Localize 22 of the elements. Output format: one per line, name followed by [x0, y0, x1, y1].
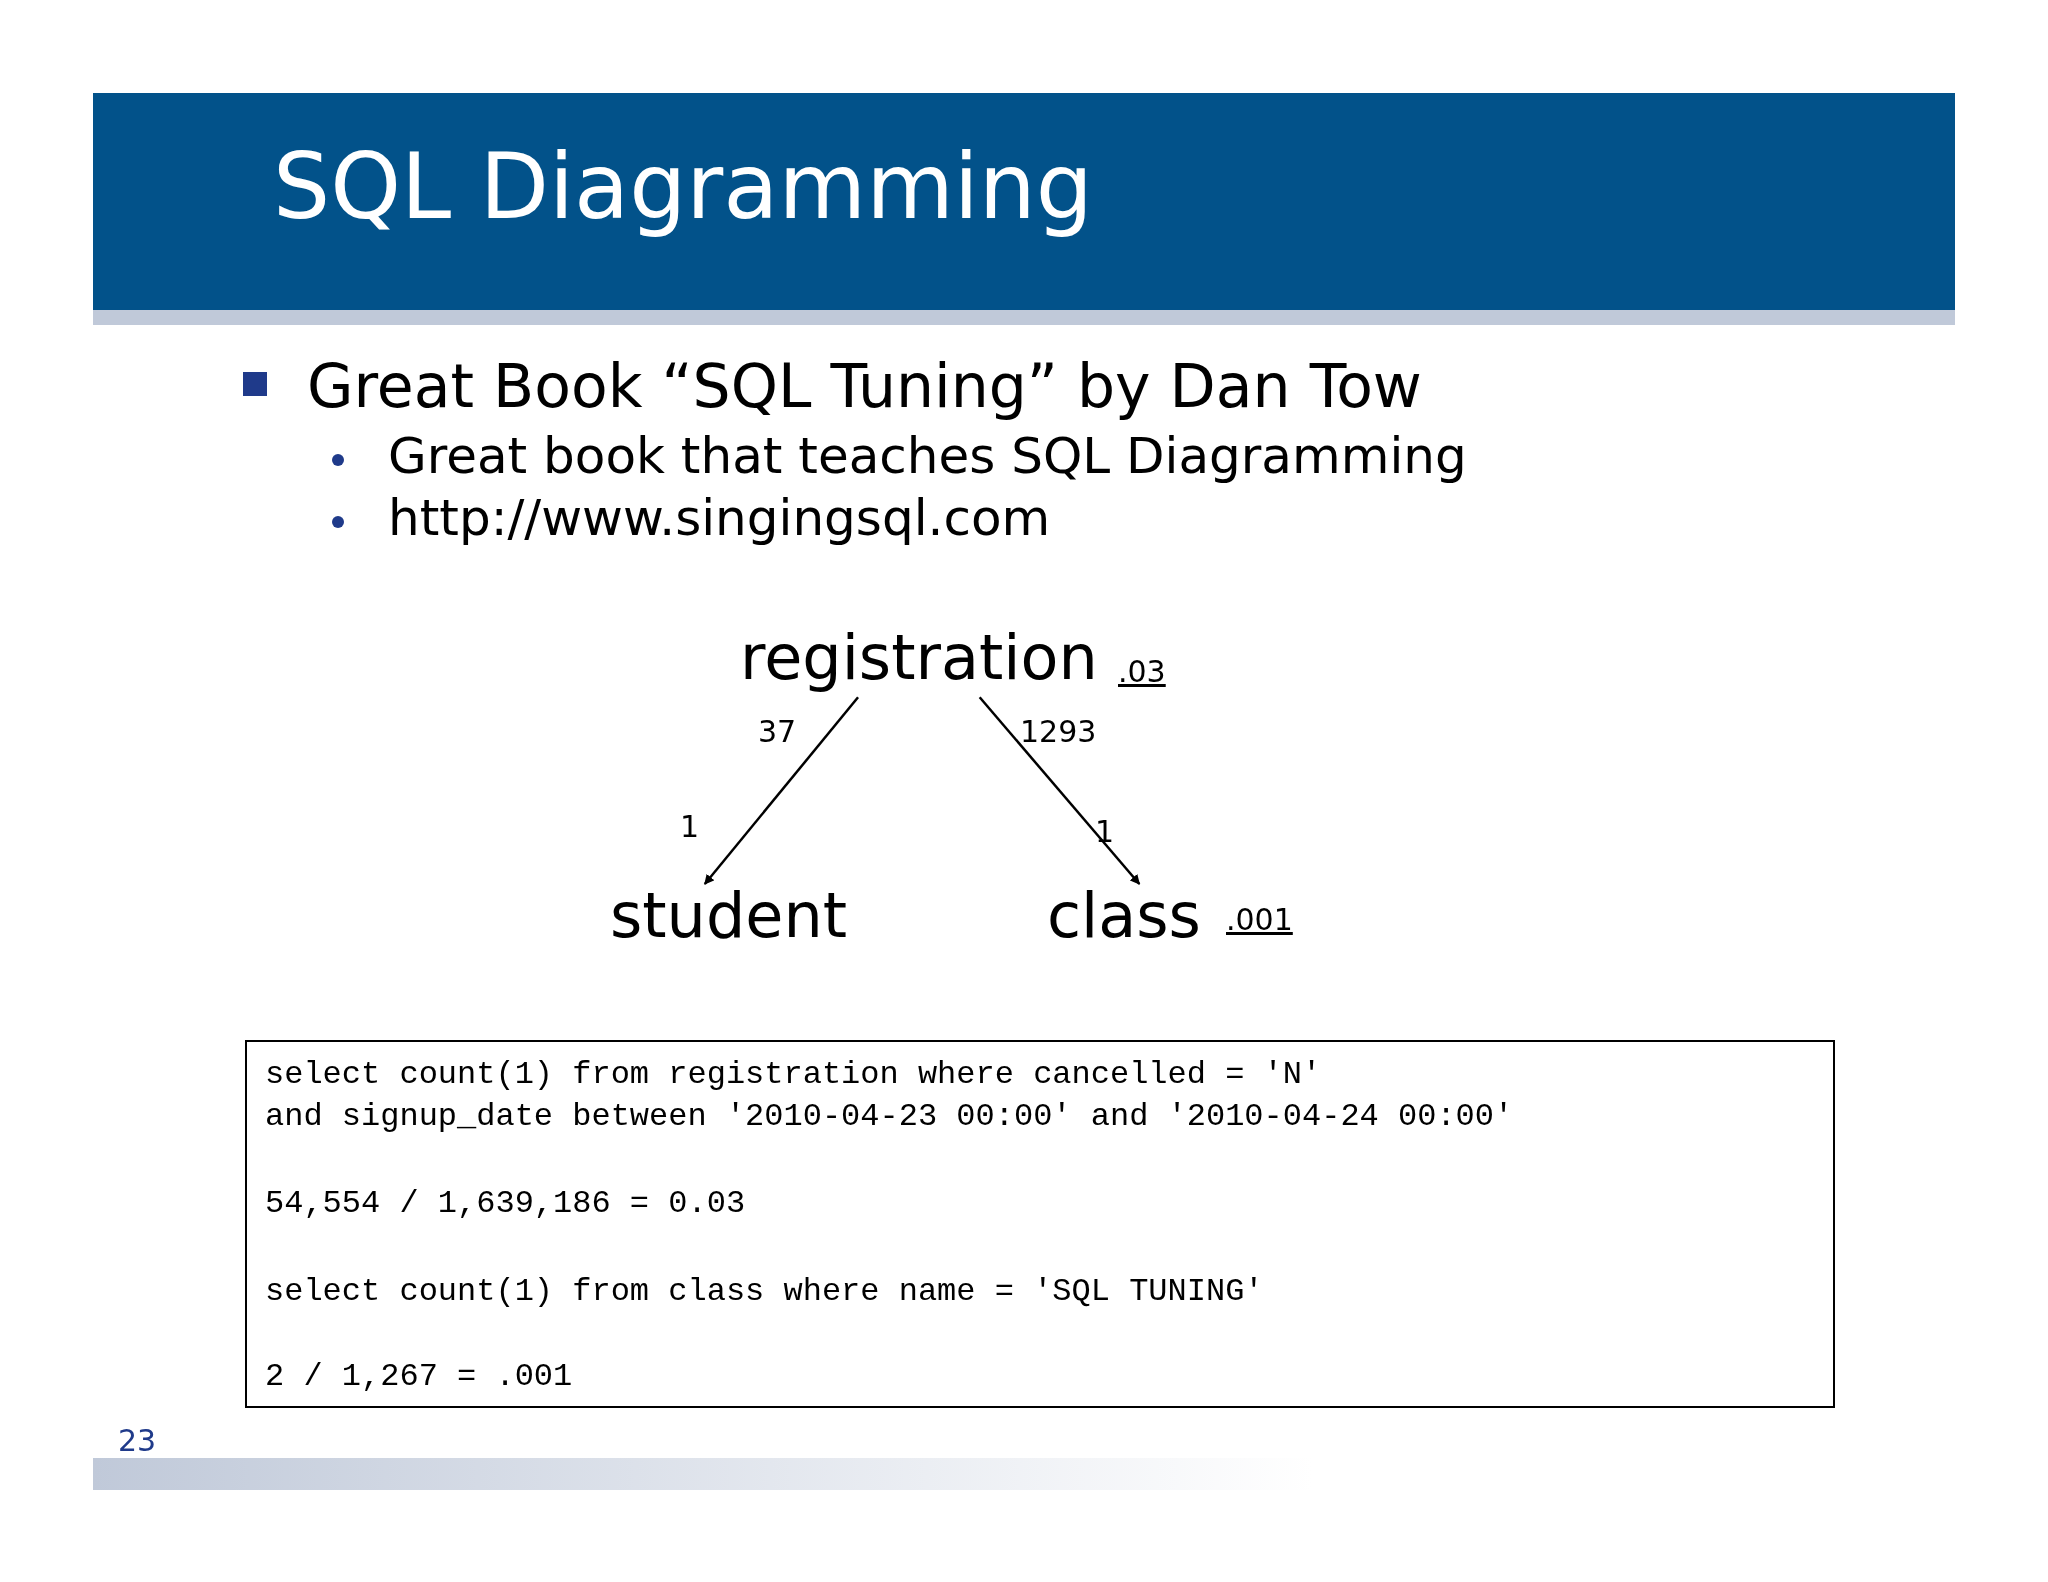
arrow: [703, 696, 859, 885]
code-line: select count(1) from class where name = 'SQL TUNING': [265, 1273, 1264, 1312]
cardinality-label: 1: [680, 810, 700, 845]
entity-name: student: [610, 880, 847, 952]
arrow: [978, 696, 1141, 885]
cardinality-label: 1293: [1020, 715, 1097, 750]
code-line: 2 / 1,267 = .001: [265, 1358, 573, 1397]
filter-ratio: .03: [1118, 655, 1166, 690]
code-box: [245, 1040, 1835, 1408]
cardinality-label: 1: [1095, 815, 1115, 850]
filter-ratio: .001: [1226, 903, 1293, 938]
entity-name: registration: [740, 622, 1098, 694]
slide-number: 23: [118, 1424, 157, 1459]
code-line: 54,554 / 1,639,186 = 0.03: [265, 1185, 746, 1224]
slide-title: SQL Diagramming: [273, 135, 1093, 239]
entity-name: class: [1047, 880, 1201, 952]
code-line: and signup_date between '2010-04-23 00:00' and '2010-04-24 00:00': [265, 1098, 1514, 1137]
cardinality-label: 37: [758, 715, 797, 750]
code-line: select count(1) from registration where cancelled = 'N': [265, 1056, 1322, 1095]
bullet-text: http://www.singingsql.com: [388, 490, 1051, 548]
bullet-text: Great book that teaches SQL Diagramming: [388, 428, 1467, 486]
bullet-text: Great Book “SQL Tuning” by Dan Tow: [307, 352, 1422, 421]
